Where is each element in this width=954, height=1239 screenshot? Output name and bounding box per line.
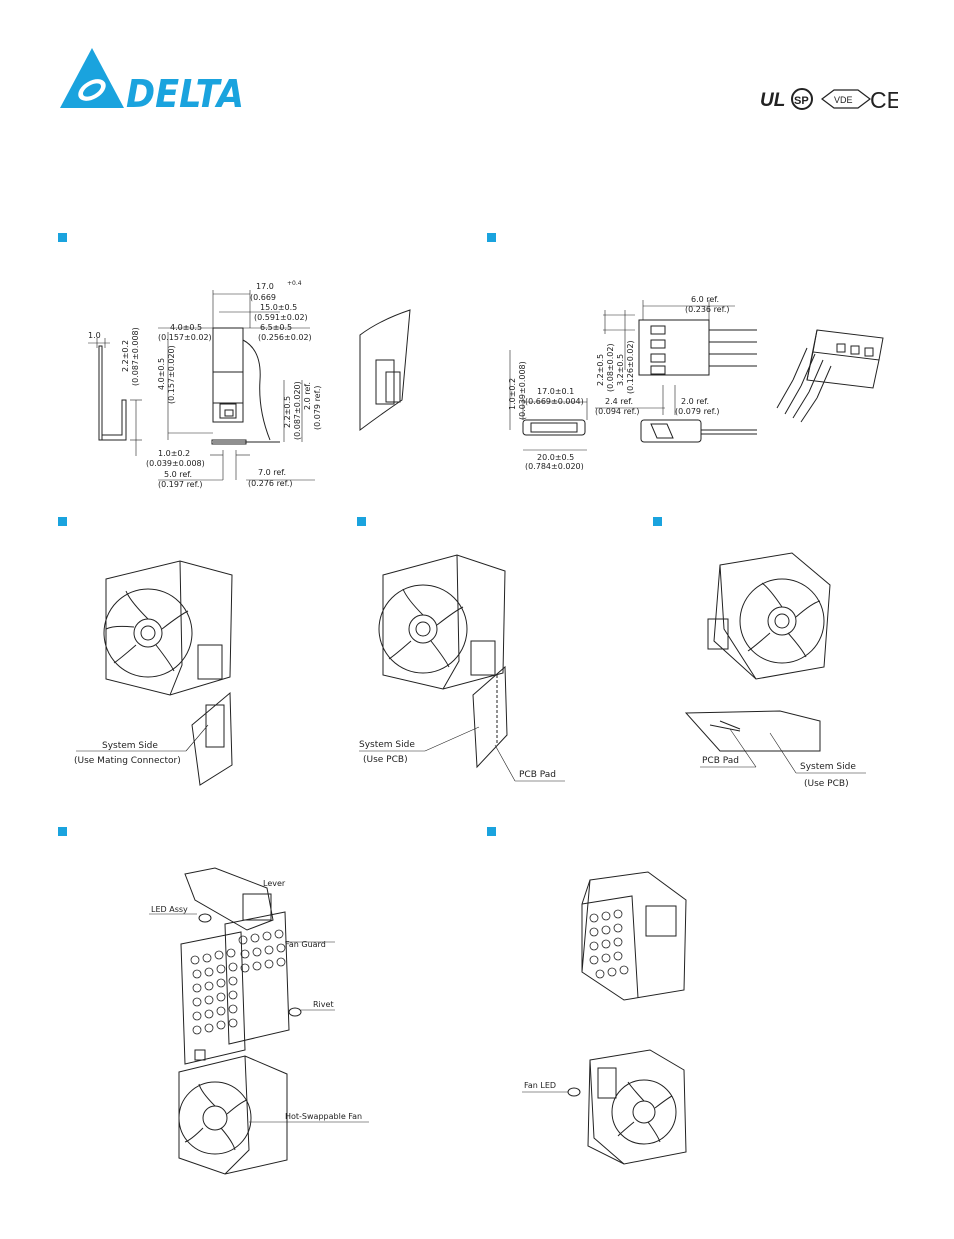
- dim-3-2-inch: (0.126±0.02): [626, 340, 635, 394]
- section-bullet-g: [487, 827, 496, 836]
- section-bullet-a: [58, 233, 67, 242]
- assembled-fan-illustration: Fan LED: [520, 860, 720, 1170]
- dim-4-0: 4.0±0.5: [170, 323, 202, 332]
- label-led-assy: LED Assy: [151, 905, 188, 914]
- section-bullet-b: [487, 233, 496, 242]
- dim-2-0-ref: 2.0 ref.: [303, 382, 312, 410]
- dim-4-0-inch: (0.157±0.02): [158, 333, 212, 342]
- dim-6-0-ref: 6.0 ref.: [691, 295, 719, 304]
- dim-17-0-inch: (0.669: [250, 293, 276, 302]
- dim-6-5-inch: (0.256±0.02): [258, 333, 312, 342]
- dim-2-0-ref-inch: (0.079 ref.): [313, 386, 322, 431]
- dim-2-0-ref-b-inch: (0.079 ref.): [675, 407, 720, 416]
- dim-15-0: 15.0±0.5: [260, 303, 297, 312]
- csa-mark: SP: [794, 95, 809, 107]
- dim-1-0-b: 1.0±0.2: [508, 378, 517, 410]
- label-fan-guard: Fan Guard: [285, 940, 326, 949]
- label-use-pcb: (Use PCB): [363, 755, 408, 765]
- label-fan-led: Fan LED: [524, 1081, 556, 1090]
- dim-5-0-ref: 5.0 ref.: [164, 470, 192, 479]
- dim-20-0-inch: (0.784±0.020): [525, 462, 584, 470]
- dim-17-0-tol: +0.4: [287, 280, 302, 287]
- dim-15-0-inch: (0.591±0.02): [254, 313, 308, 322]
- fan-pcb-vertical-illustration: System Side (Use PCB) PCB Pad: [355, 545, 575, 790]
- section-bullet-d: [357, 517, 366, 526]
- dim-4-0-vertical: 4.0±0.5: [157, 358, 166, 390]
- dim-6-5: 6.5±0.5: [260, 323, 292, 332]
- dim-2-2-vertical-inch: (0.087±0.020): [293, 381, 302, 440]
- fan-pcb-horizontal-illustration: PCB Pad System Side (Use PCB): [680, 545, 900, 790]
- label-pcb-pad-h: PCB Pad: [702, 756, 739, 766]
- label-system-side-connector: System Side: [102, 741, 158, 751]
- dim-5-0-ref-inch: (0.197 ref.): [158, 480, 203, 489]
- fan-mating-connector-illustration: System Side (Use Mating Connector): [70, 545, 320, 790]
- section-bullet-f: [58, 827, 67, 836]
- mating-connector-drawing: 1.0±0.2 (0.039±0.008) 17.0±0.1 (0.669±0.…: [495, 290, 895, 471]
- dim-thickness: 1.0: [88, 331, 101, 340]
- dim-2-2-inch: (0.087±0.008): [131, 327, 140, 386]
- dim-20-0: 20.0±0.5: [537, 453, 574, 462]
- ce-mark: CE: [870, 87, 898, 112]
- section-bullet-c: [58, 517, 67, 526]
- ul-mark: UL: [760, 90, 785, 111]
- dim-2-4-ref-inch: (0.094 ref.): [595, 407, 640, 416]
- exploded-assembly-illustration: Lever LED Assy Fan Guard Rivet Hot-Swapp…: [145, 860, 385, 1180]
- label-pcb-pad: PCB Pad: [519, 770, 556, 780]
- dim-1-0-inch: (0.039±0.008): [146, 459, 205, 468]
- brand-logo: DELTA: [58, 46, 248, 116]
- dim-7-0-ref-inch: (0.276 ref.): [248, 479, 293, 488]
- label-use-pcb-h: (Use PCB): [804, 779, 849, 789]
- label-use-mating-connector: (Use Mating Connector): [74, 756, 181, 766]
- dim-2-2-b: 2.2±0.5: [596, 354, 605, 386]
- section-bullet-e: [653, 517, 662, 526]
- dim-2-0-ref-b: 2.0 ref.: [681, 397, 709, 406]
- label-lever: Lever: [263, 879, 286, 888]
- brand-name: DELTA: [126, 72, 244, 110]
- dim-2-2-vertical: 2.2±0.5: [283, 396, 292, 428]
- dim-6-0-ref-inch: (0.236 ref.): [685, 305, 730, 314]
- dim-4-0-vertical-inch: (0.157±0.020): [167, 345, 176, 404]
- label-hot-swappable-fan: Hot-Swappable Fan: [285, 1112, 362, 1121]
- dim-17-0-b-inch: (0.669±0.004): [525, 397, 584, 406]
- vde-mark: VDE: [834, 95, 853, 105]
- dim-2-2-b-inch: (0.08±0.02): [606, 343, 615, 392]
- connector-dimension-drawing: 1.0 2.2±0.2 (0.087±0.008) 17.0 +0.4 (0.6…: [80, 280, 420, 495]
- dim-17-0: 17.0: [256, 282, 274, 291]
- dim-2-4-ref: 2.4 ref.: [605, 397, 633, 406]
- label-system-side-h: System Side: [800, 762, 856, 772]
- certification-marks: UL SP VDE CE: [758, 86, 902, 113]
- label-system-side-pcb: System Side: [359, 740, 415, 750]
- dim-7-0-ref: 7.0 ref.: [258, 468, 286, 477]
- dim-3-2: 3.2±0.5: [616, 354, 625, 386]
- dim-2-2: 2.2±0.2: [121, 340, 130, 372]
- dim-1-0-b-inch: (0.039±0.008): [518, 361, 527, 420]
- dim-1-0: 1.0±0.2: [158, 449, 190, 458]
- label-rivet: Rivet: [313, 1000, 334, 1009]
- dim-17-0-b: 17.0±0.1: [537, 387, 574, 396]
